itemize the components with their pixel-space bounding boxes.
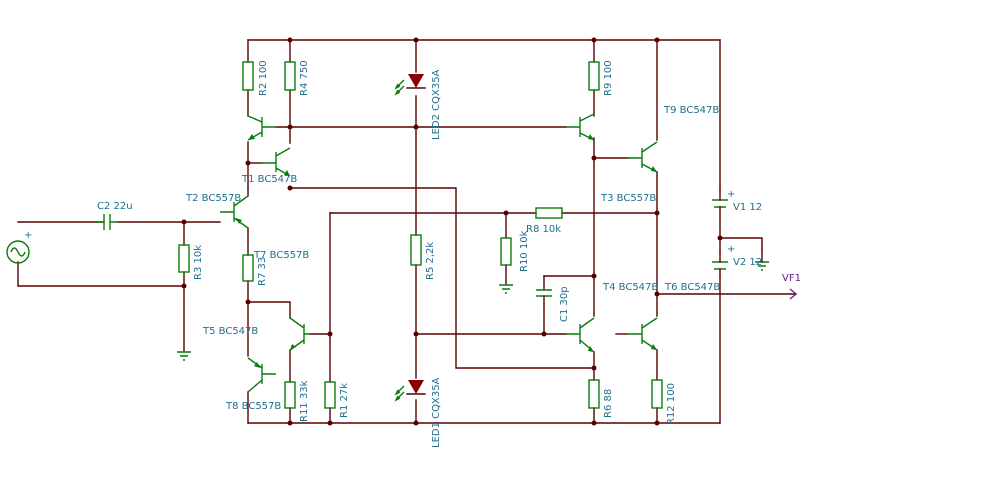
label-r2: R2 100 — [258, 60, 269, 96]
label-vf1: VF1 — [782, 273, 801, 284]
resistor-r7 — [242, 254, 254, 282]
led-icon — [408, 380, 424, 394]
ground-symbols — [177, 247, 769, 361]
label-r6: R6 88 — [603, 389, 614, 418]
label-r12: R12 100 — [666, 383, 677, 425]
label-t6: T6 BC547B — [664, 282, 720, 293]
led-led1 — [394, 380, 426, 402]
label-r11: R11 33k — [299, 380, 310, 422]
label-r7: R7 33 — [257, 257, 268, 286]
ground-icon — [755, 247, 769, 271]
capacitor-c2 — [96, 214, 118, 230]
label-t4: T4 BC547B — [602, 282, 658, 293]
wires — [17, 39, 797, 424]
source-plus: + — [24, 230, 32, 241]
sine-source: + — [6, 230, 32, 264]
transistor-t9 — [628, 141, 658, 173]
label-led2: LED2 CQX35A — [431, 69, 442, 140]
label-c1: C1 30p — [559, 286, 570, 322]
transistor-t2 — [220, 195, 249, 229]
label-r1: R1 27k — [339, 383, 350, 418]
battery-v1: + — [712, 189, 735, 217]
sine-wave-icon — [6, 240, 30, 264]
resistor-r1 — [324, 381, 336, 409]
label-v2: V2 12 — [733, 257, 762, 268]
resistor-r10 — [500, 237, 512, 266]
label-r5: R5 2,2k — [425, 242, 436, 280]
label-v1: V1 12 — [733, 202, 762, 213]
resistor-r5 — [410, 234, 422, 266]
transistor-t5 — [289, 317, 310, 351]
transistor-t8 — [247, 357, 276, 393]
led-icon — [408, 74, 424, 88]
capacitor-c1 — [536, 289, 552, 305]
label-c2: C2 22u — [97, 201, 133, 212]
label-t8: T8 BC557B — [225, 401, 281, 412]
label-r9: R9 100 — [603, 60, 614, 96]
label-r3: R3 10k — [193, 245, 204, 280]
labels: R2 100 R4 750 LED2 CQX35A R9 100 T9 BC54… — [97, 60, 801, 448]
transistor-t4 — [566, 317, 595, 353]
label-r4: R4 750 — [299, 60, 310, 96]
resistor-r9 — [588, 61, 600, 91]
label-t3: T3 BC557B — [600, 193, 656, 204]
battery-v2: + — [712, 244, 735, 277]
label-t9: T9 BC547B — [663, 105, 719, 116]
led-led2 — [394, 74, 426, 96]
resistor-r4 — [284, 61, 296, 91]
label-led1: LED1 CQX35A — [431, 377, 442, 448]
label-r10: R10 10k — [519, 230, 530, 272]
transistor-t1 — [262, 147, 291, 177]
resistor-r2 — [242, 61, 254, 91]
resistor-r11 — [284, 381, 296, 409]
resistors — [178, 61, 663, 409]
transistor-t6 — [628, 317, 658, 351]
ground-icon — [499, 284, 513, 294]
output-probe-vf1 — [789, 288, 797, 300]
resistor-r6 — [588, 379, 600, 409]
label-t5: T5 BC547B — [202, 326, 258, 337]
resistor-r12 — [651, 379, 663, 409]
label-r8: R8 10k — [526, 224, 561, 235]
junctions — [181, 37, 723, 426]
v1-plus: + — [727, 189, 735, 200]
transistors — [220, 113, 658, 393]
label-t2: T2 BC557B — [185, 193, 241, 204]
label-t7: T7 BC557B — [253, 250, 309, 261]
transistor-t3 — [566, 113, 595, 141]
resistor-r8 — [535, 207, 563, 219]
resistor-r3 — [178, 244, 190, 273]
v2-plus: + — [727, 244, 735, 255]
ground-icon — [177, 351, 191, 361]
transistor-r2-stage — [247, 115, 276, 141]
label-t1: T1 BC547B — [241, 174, 297, 185]
capacitors — [96, 214, 552, 305]
